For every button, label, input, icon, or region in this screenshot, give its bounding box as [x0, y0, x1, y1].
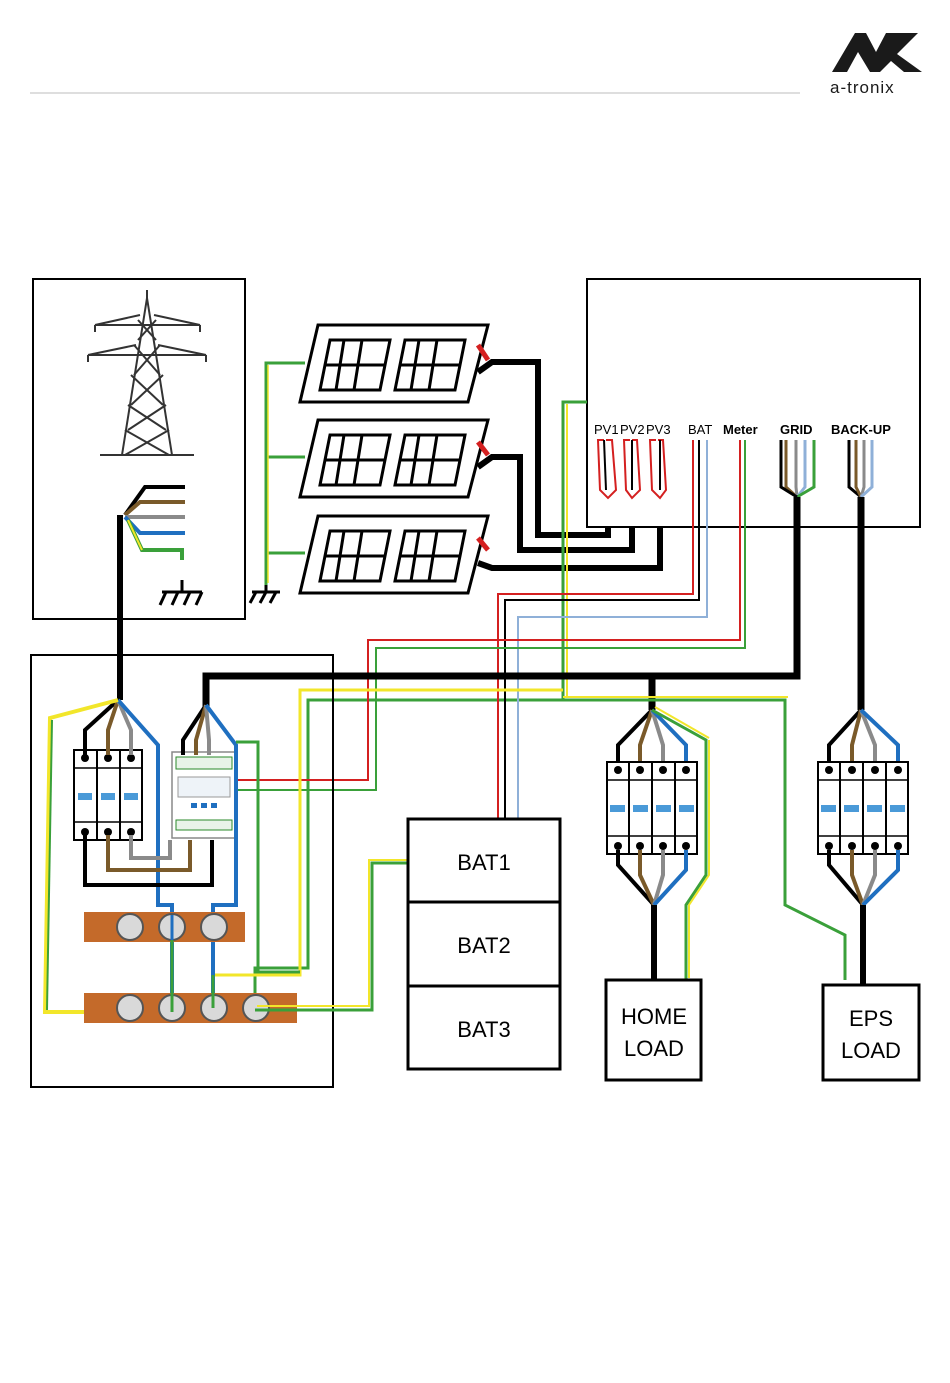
- panel-ground-icon: [250, 585, 280, 603]
- battery-3-label: BAT3: [457, 1017, 510, 1042]
- home-load-cables: [618, 850, 686, 980]
- grid-supply-box: [33, 279, 245, 619]
- eps-load-line2: LOAD: [841, 1038, 901, 1063]
- home-load-line1: HOME: [621, 1004, 687, 1029]
- home-breaker-icon: [607, 762, 697, 854]
- battery-stack: BAT1 BAT2 BAT3: [408, 819, 560, 1069]
- battery-1-label: BAT1: [457, 850, 510, 875]
- breaker-icon: [74, 750, 142, 840]
- ground-icon: [160, 580, 202, 605]
- logo-text: a-tronix: [830, 78, 895, 97]
- port-pv1-label: PV1: [594, 422, 619, 437]
- port-pv3-label: PV3: [646, 422, 671, 437]
- port-backup-label: BACK-UP: [831, 422, 891, 437]
- home-load-line2: LOAD: [624, 1036, 684, 1061]
- port-meter-label: Meter: [723, 422, 758, 437]
- grid-incoming-cables: [125, 487, 185, 560]
- meter-feed-wires: [183, 705, 300, 1012]
- home-load-box: HOME LOAD: [606, 980, 701, 1080]
- port-pv2-label: PV2: [620, 422, 645, 437]
- eps-breaker-icon: [818, 762, 908, 854]
- eps-load-line1: EPS: [849, 1006, 893, 1031]
- battery-2-label: BAT2: [457, 933, 510, 958]
- port-grid-label: GRID: [780, 422, 813, 437]
- breaker-left-feed: [45, 700, 212, 1012]
- energy-meter-icon: [172, 752, 236, 838]
- eps-load-cables: [829, 850, 898, 985]
- pylon-icon: [88, 290, 206, 455]
- inverter-port-labels: PV1 PV2 PV3 BAT Meter GRID BACK-UP: [594, 422, 891, 437]
- brand-logo: a-tronix: [830, 33, 922, 97]
- ac-main-cables: [206, 497, 861, 710]
- port-bat-label: BAT: [688, 422, 712, 437]
- panel-earth-wires: [266, 363, 305, 585]
- eps-load-box: EPS LOAD: [823, 985, 919, 1080]
- logo-mark-icon: [832, 33, 922, 72]
